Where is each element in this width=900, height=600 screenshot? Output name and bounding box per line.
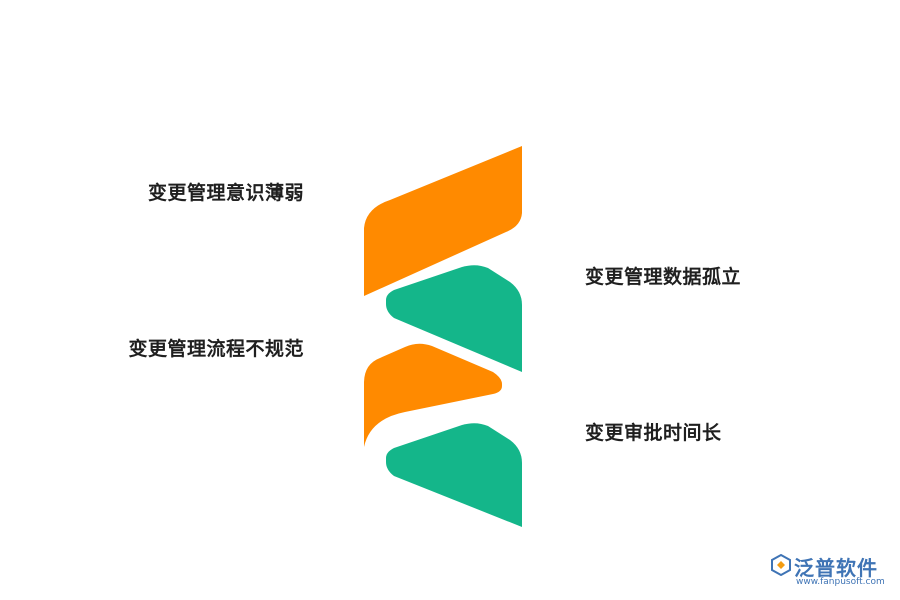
diagram-label-1: 变更管理意识薄弱 [147,182,304,204]
watermark-brand: 泛普软件 [794,556,878,580]
diagram-shape-2 [386,265,522,372]
diagram-shape-4 [386,423,522,527]
diagram-label-4: 变更审批时间长 [585,422,722,444]
diagram-shape-1 [364,146,522,296]
watermark-url: www.fanpusoft.com [796,577,885,587]
fanpu-logo-icon [771,554,791,576]
diagram-label-2: 变更管理数据孤立 [585,266,742,288]
diagram-label-3: 变更管理流程不规范 [128,338,304,360]
diagram-shape-3 [364,343,502,447]
watermark: 泛普软件 www.fanpusoft.com [770,552,895,592]
